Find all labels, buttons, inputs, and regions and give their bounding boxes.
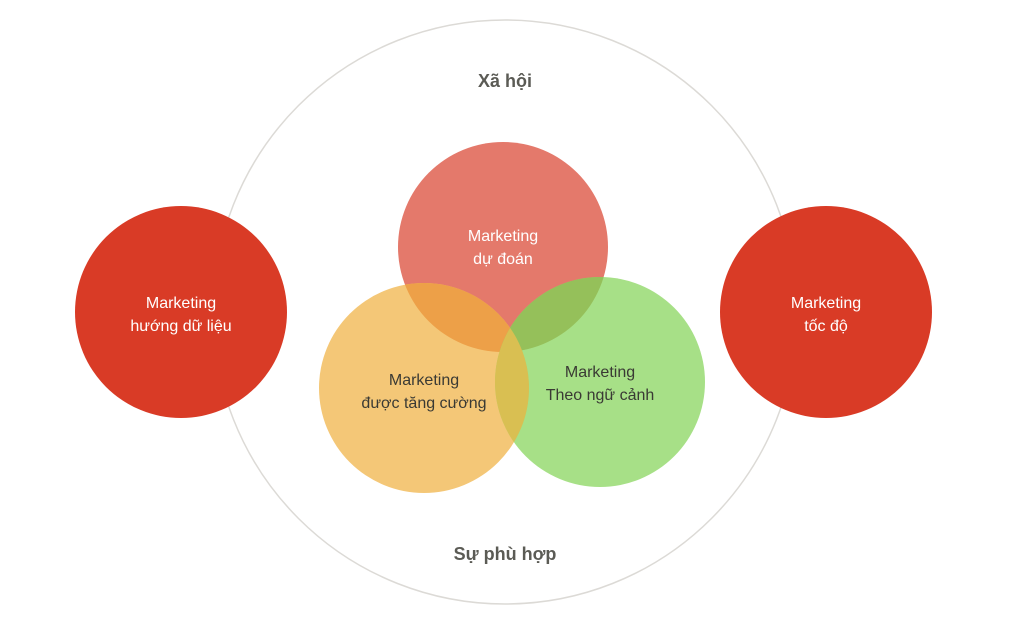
overlap-predictive-contextual: [495, 277, 608, 352]
side-circle-speed: Marketing tốc độ: [720, 206, 932, 418]
side-circle-speed-line1: Marketing: [791, 295, 861, 312]
overlap-predictive-augmented: [398, 283, 529, 352]
venn-augmented-line2: được tăng cường: [361, 395, 486, 412]
ring-label-bottom: Sự phù hợp: [454, 544, 557, 564]
venn-predictive-line1: Marketing: [468, 228, 538, 245]
venn-augmented-line1: Marketing: [389, 372, 459, 389]
side-circle-data-driven-line2: hướng dữ liệu: [130, 318, 231, 335]
venn-contextual-line2: Theo ngữ cảnh: [546, 387, 655, 404]
side-circle-speed-line2: tốc độ: [804, 318, 848, 335]
venn-predictive-line2: dự đoán: [473, 251, 533, 268]
venn-contextual-line1: Marketing: [565, 364, 635, 381]
ring-label-top: Xã hội: [478, 71, 532, 91]
side-circle-data-driven-line1: Marketing: [146, 295, 216, 312]
side-circle-data-driven: Marketing hướng dữ liệu: [75, 206, 287, 418]
